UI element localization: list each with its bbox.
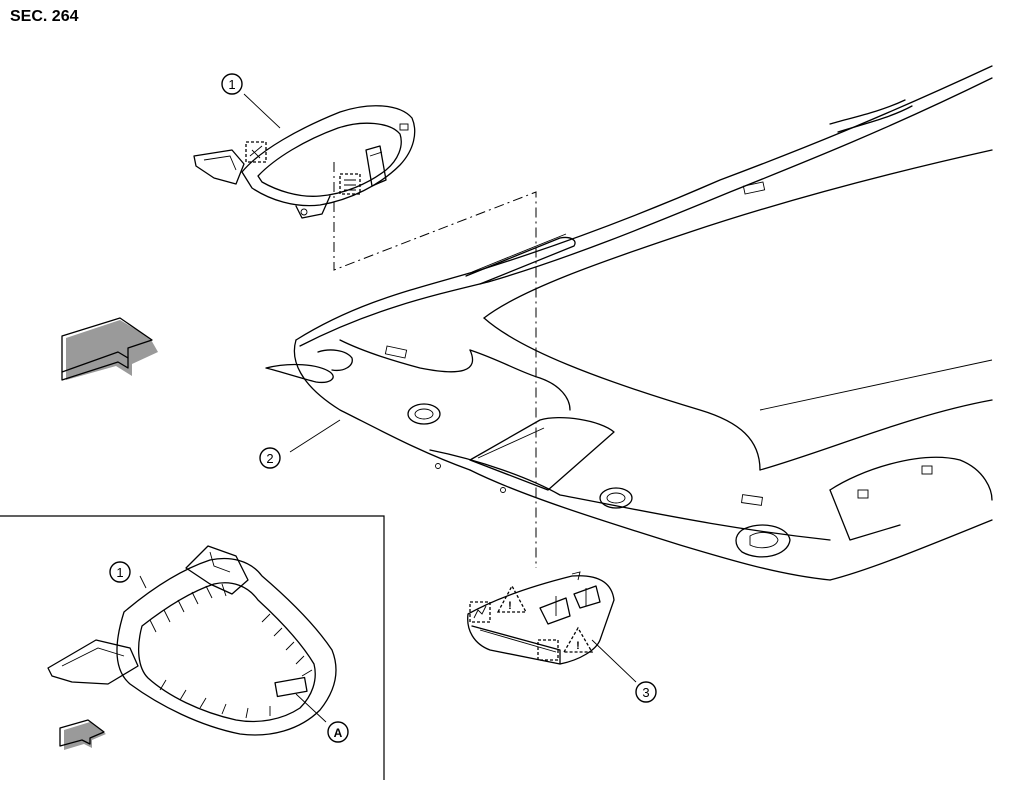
svg-text:!: !	[576, 640, 580, 652]
callout-1-top-label: 1	[228, 77, 235, 92]
leader-2	[289, 419, 341, 453]
section-label: SEC. 264	[10, 8, 79, 25]
callout-1-detail: 1	[109, 561, 131, 583]
callout-1-top: 1	[221, 73, 243, 95]
callout-a-label: A	[334, 726, 343, 740]
callout-a: A	[327, 721, 349, 743]
map-lamp-bracket-top	[193, 93, 416, 219]
detail-inset	[0, 515, 385, 780]
callout-2-label: 2	[266, 451, 273, 466]
map-lamp: ! !	[467, 571, 637, 683]
front-direction-arrow-icon	[61, 317, 158, 381]
callout-3: 3	[635, 681, 657, 703]
headlining	[265, 65, 993, 581]
detail-view-arrow-icon	[59, 719, 106, 750]
assembly-lines	[333, 162, 537, 568]
callout-3-label: 3	[642, 685, 649, 700]
svg-text:!: !	[508, 600, 512, 612]
callout-2: 2	[259, 447, 281, 469]
callout-1-detail-label: 1	[116, 565, 123, 580]
